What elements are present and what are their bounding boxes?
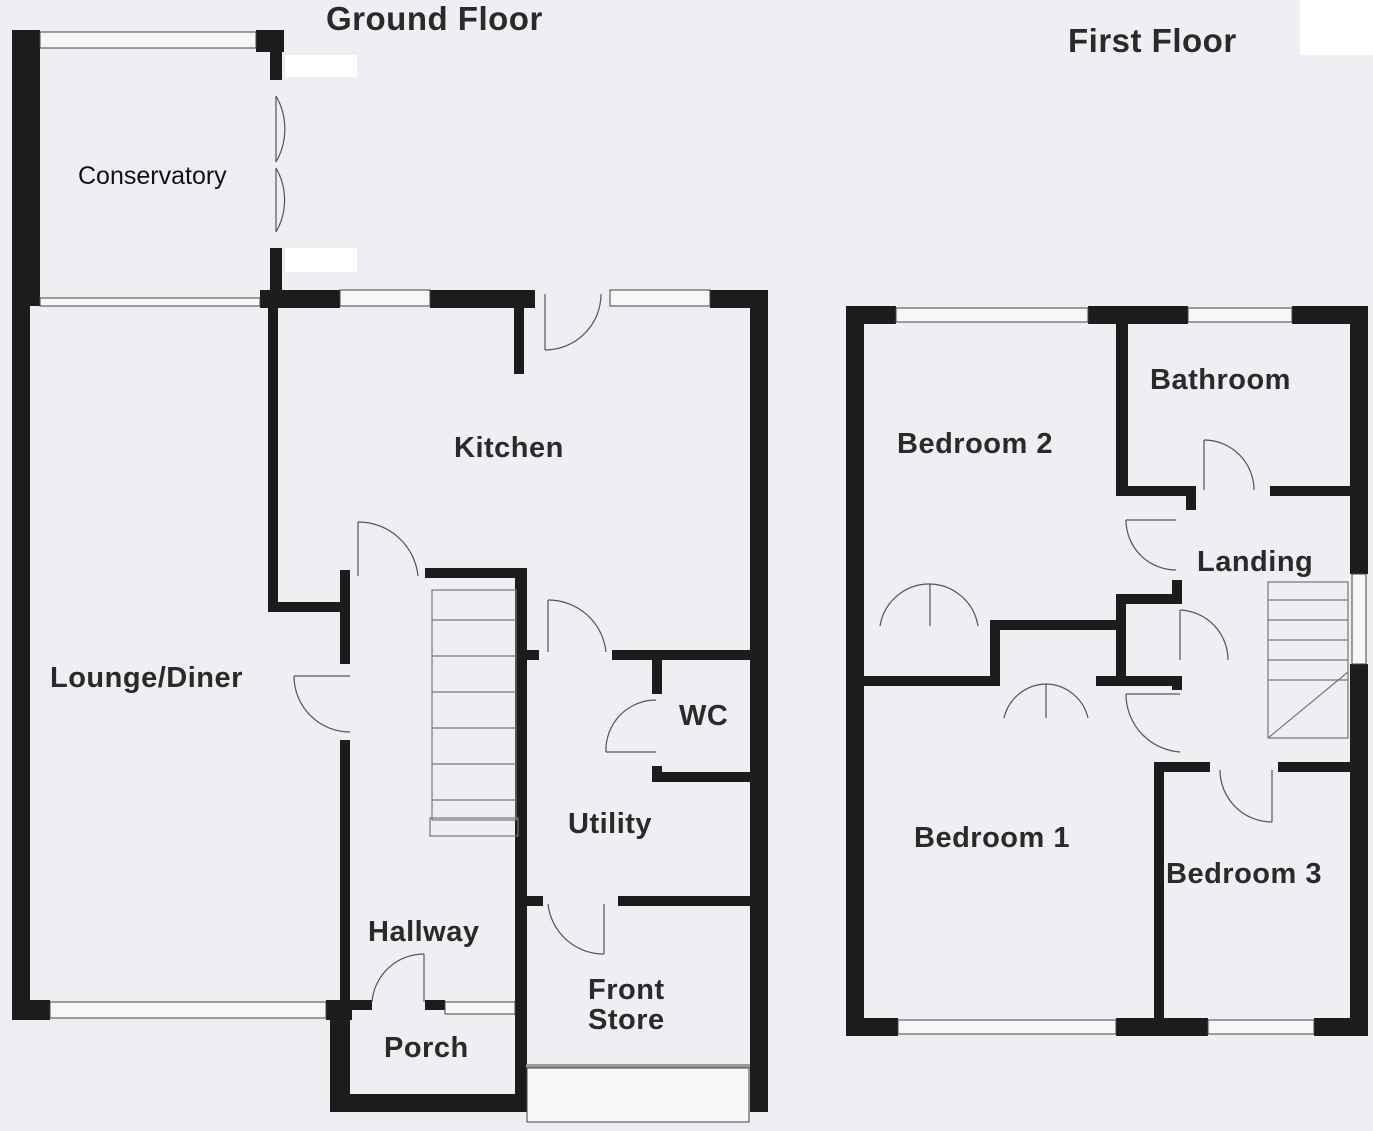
room-label-bedroom-3: Bedroom 3 <box>1166 858 1322 890</box>
room-label-lounge-diner: Lounge/Diner <box>50 662 243 694</box>
first-floor-walls <box>846 306 1368 1036</box>
room-label-utility: Utility <box>568 808 653 840</box>
first-floor-windows <box>895 307 1367 1035</box>
first-floor-doors <box>879 439 1273 823</box>
room-label-front-store: Front Store <box>588 974 665 1037</box>
ground-floor-windows <box>39 31 750 1123</box>
ground-floor-stairs <box>429 589 519 837</box>
ground-floor-doors <box>275 95 657 1003</box>
room-label-hallway: Hallway <box>368 916 480 948</box>
ground-floor-walls <box>12 30 768 1112</box>
first-floor-stairs <box>1267 581 1349 739</box>
room-label-conservatory: Conservatory <box>78 162 227 190</box>
room-label-bedroom-1: Bedroom 1 <box>914 822 1070 854</box>
ground-floor-title: Ground Floor <box>326 0 543 37</box>
room-label-porch: Porch <box>384 1032 469 1064</box>
room-label-kitchen: Kitchen <box>454 432 564 464</box>
room-label-wc: WC <box>679 700 729 732</box>
room-label-landing: Landing <box>1197 546 1314 578</box>
first-floor-title: First Floor <box>1068 22 1237 59</box>
room-label-bathroom: Bathroom <box>1150 364 1291 396</box>
room-label-bedroom-2: Bedroom 2 <box>897 428 1053 460</box>
